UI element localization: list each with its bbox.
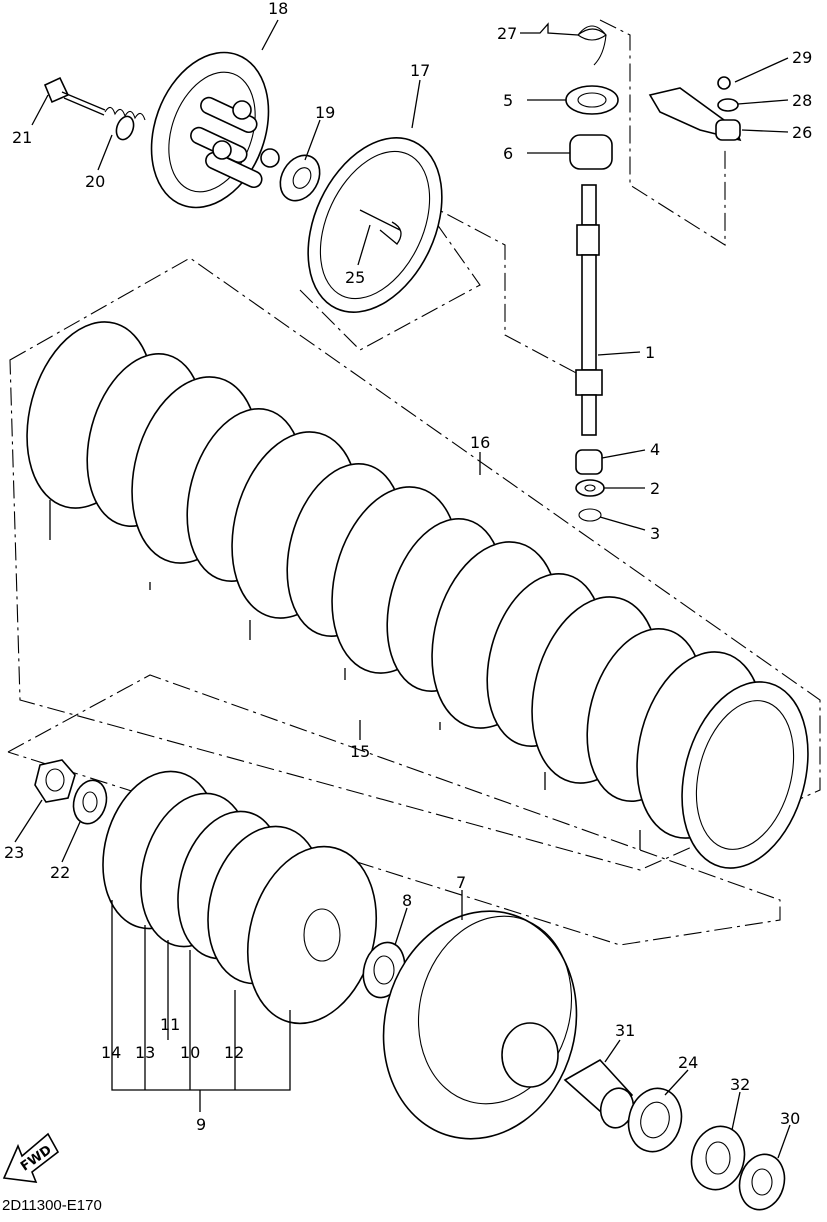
callout-4: 4	[650, 440, 660, 459]
friction-plate-17	[307, 137, 443, 313]
callout-23: 23	[4, 843, 24, 862]
oil-seal-5	[565, 85, 619, 115]
leader-lines	[14, 19, 791, 1159]
callout-8: 8	[402, 891, 412, 910]
callout-5: 5	[503, 91, 513, 110]
callout-2: 2	[650, 479, 660, 498]
group-frame-15	[49, 500, 641, 850]
callout-25: 25	[345, 268, 365, 287]
callout-1: 1	[645, 343, 655, 362]
washer-2	[575, 479, 605, 497]
callout-24: 24	[678, 1053, 698, 1072]
gear-32	[690, 1125, 746, 1191]
callout-30: 30	[780, 1109, 800, 1128]
bearing-6	[569, 134, 613, 170]
callout-32: 32	[730, 1075, 750, 1094]
needle-bearing-24	[627, 1087, 683, 1153]
callout-20: 20	[85, 172, 105, 191]
callout-11: 11	[160, 1015, 180, 1034]
spacer-31	[563, 1058, 635, 1129]
circlip-3	[578, 508, 602, 522]
group-frame-shaft	[599, 19, 726, 246]
group-frame-9	[7, 674, 781, 946]
callout-18: 18	[268, 0, 288, 18]
spring-27	[577, 25, 607, 66]
callout-27: 27	[497, 24, 517, 43]
callout-28: 28	[792, 91, 812, 110]
clutch-housing	[382, 910, 578, 1140]
lever-arm	[648, 76, 742, 142]
callout-26: 26	[792, 123, 812, 142]
callout-6: 6	[503, 144, 513, 163]
bolt	[43, 76, 106, 116]
callout-19: 19	[315, 103, 335, 122]
nut-23	[34, 759, 76, 803]
callout-13: 13	[135, 1043, 155, 1062]
washer-22	[72, 779, 108, 825]
callout-22: 22	[50, 863, 70, 882]
callout-labels: 1 2 3 4 5 6 7 8 9 10 11 12 13 14 15 16 1…	[4, 0, 812, 1134]
fwd-arrow-icon: FWD	[2, 1132, 60, 1183]
group-frame-16	[9, 257, 821, 871]
callout-7: 7	[456, 873, 466, 892]
push-rod-shaft	[575, 184, 603, 436]
callout-9: 9	[196, 1115, 206, 1134]
callout-21: 21	[12, 128, 32, 147]
drawing-code: 2D11300-E170	[2, 1197, 102, 1214]
washer-30	[738, 1153, 786, 1211]
clutch-plate-stack	[26, 321, 809, 869]
callout-16: 16	[470, 433, 490, 452]
callout-15: 15	[350, 742, 370, 761]
clutch-boss-assembly	[102, 770, 378, 1025]
callout-17: 17	[410, 61, 430, 80]
bearing	[279, 154, 321, 202]
callout-14: 14	[101, 1043, 121, 1062]
group-frame-17	[299, 199, 481, 351]
callout-31: 31	[615, 1021, 635, 1040]
callout-12: 12	[224, 1043, 244, 1062]
callout-10: 10	[180, 1043, 200, 1062]
bushing-4	[575, 449, 603, 475]
leader-shaft	[419, 199, 581, 376]
spring	[104, 106, 146, 141]
callout-3: 3	[650, 524, 660, 543]
callout-29: 29	[792, 48, 812, 67]
pressure-plate	[150, 51, 280, 209]
